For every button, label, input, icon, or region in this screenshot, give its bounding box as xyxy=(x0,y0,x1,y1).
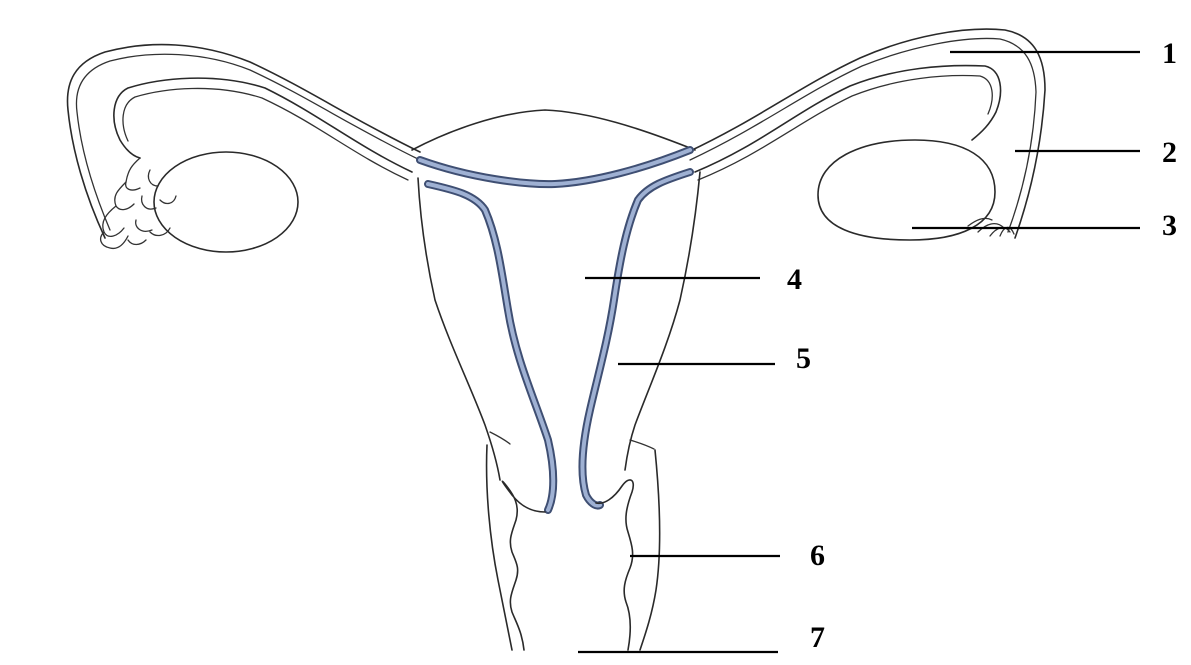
left-ovary xyxy=(154,152,298,252)
label-3: 3 xyxy=(912,209,1177,242)
label-7: 7 xyxy=(578,621,825,654)
left-fimbriae xyxy=(101,158,176,248)
endometrium xyxy=(420,150,690,510)
vagina xyxy=(487,445,660,650)
label-number-1: 1 xyxy=(1162,37,1177,70)
label-5: 5 xyxy=(618,342,811,375)
label-1: 1 xyxy=(950,37,1177,70)
endometrium-top-band xyxy=(420,150,690,184)
label-number-5: 5 xyxy=(796,342,811,375)
endometrium-left-band xyxy=(428,184,553,510)
label-number-2: 2 xyxy=(1162,136,1177,169)
endometrium-right-band xyxy=(583,172,690,506)
label-number-6: 6 xyxy=(810,539,825,572)
label-number-4: 4 xyxy=(787,263,802,296)
label-number-7: 7 xyxy=(810,621,825,654)
label-number-3: 3 xyxy=(1162,209,1177,242)
right-fallopian-tube xyxy=(688,29,1045,238)
